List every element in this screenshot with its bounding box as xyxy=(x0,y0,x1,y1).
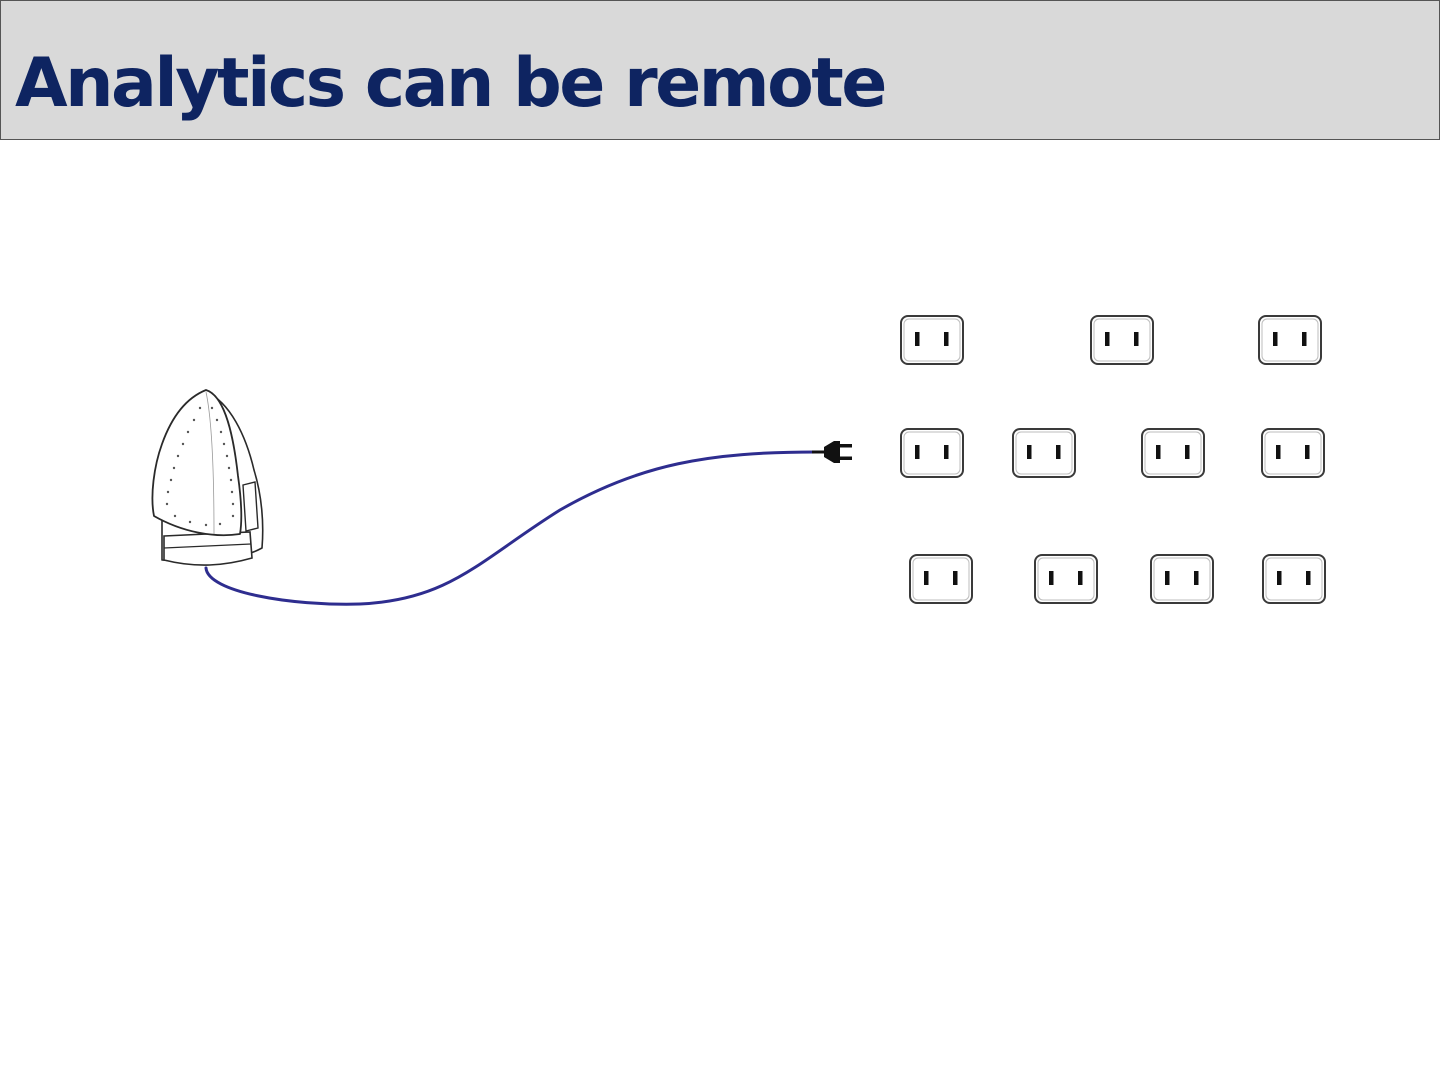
outlet-grid xyxy=(901,316,1325,603)
plug-icon xyxy=(812,441,852,463)
outlet-icon[interactable] xyxy=(1091,316,1153,364)
outlet-icon[interactable] xyxy=(1035,555,1097,603)
outlet-icon[interactable] xyxy=(1142,429,1204,477)
outlet-icon[interactable] xyxy=(1262,429,1324,477)
outlet-icon[interactable] xyxy=(901,316,963,364)
power-cord xyxy=(206,452,816,604)
outlet-icon[interactable] xyxy=(901,429,963,477)
iron-icon xyxy=(152,390,262,565)
outlet-icon[interactable] xyxy=(1263,555,1325,603)
outlet-icon[interactable] xyxy=(1259,316,1321,364)
outlet-icon[interactable] xyxy=(1013,429,1075,477)
outlet-icon[interactable] xyxy=(1151,555,1213,603)
outlet-icon[interactable] xyxy=(910,555,972,603)
